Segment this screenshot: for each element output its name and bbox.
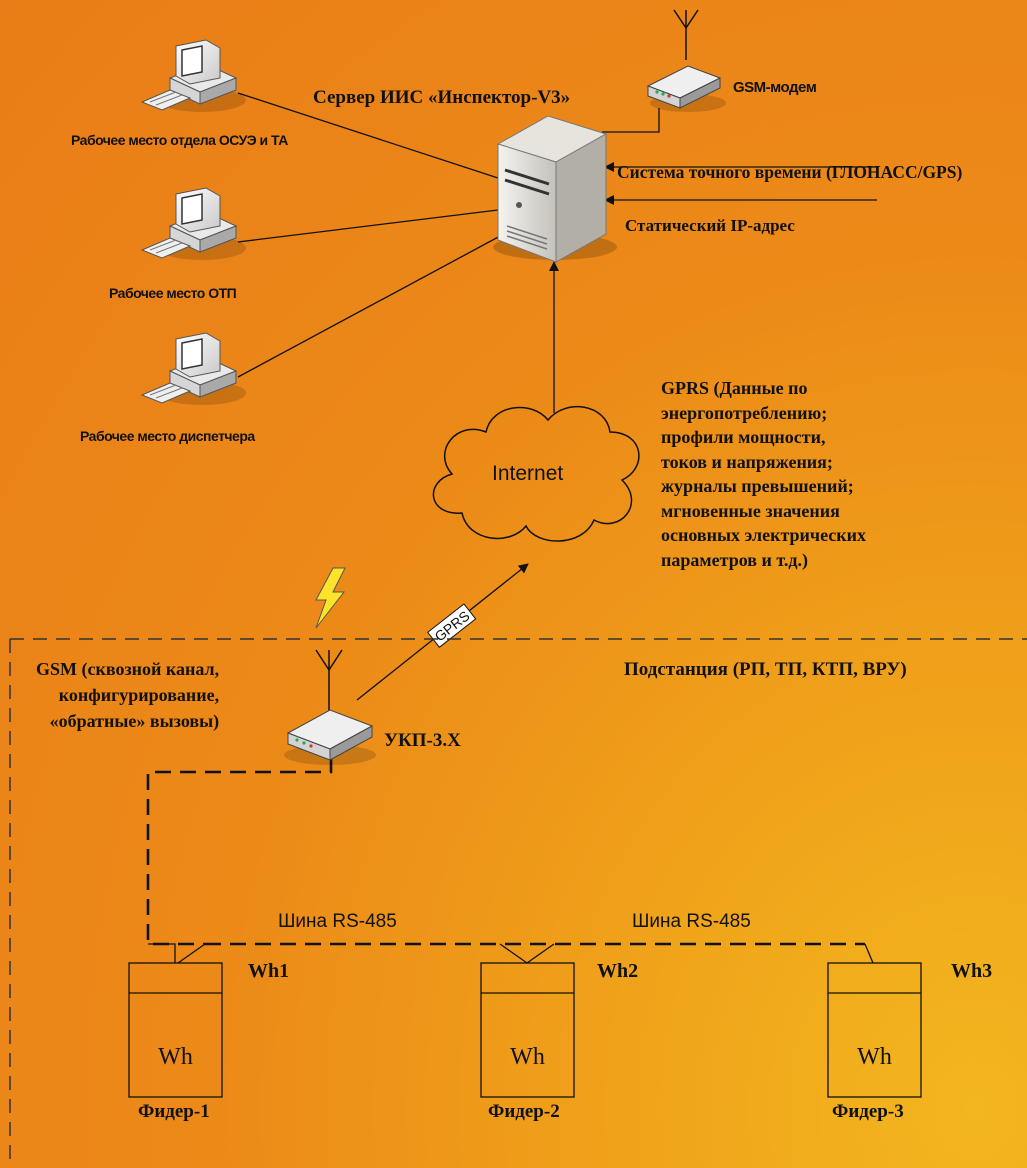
modem-link [602, 108, 660, 133]
internet-cloud [432, 405, 640, 542]
gprs-description: GPRS (Данные по энергопотреблению; профи… [661, 378, 867, 570]
bus-label: Шина RS-485 [278, 911, 397, 932]
meter-symbol: Wh [857, 1044, 892, 1070]
gsm-modem-icon [646, 9, 726, 112]
lightning-icon [315, 567, 346, 629]
meter-box [128, 962, 223, 1098]
meter-id: Wh3 [951, 960, 993, 982]
meter-box [480, 962, 575, 1098]
bus-label: Шина RS-485 [632, 911, 751, 932]
meter-symbol: Wh [510, 1044, 545, 1070]
meter-id: Wh1 [248, 960, 290, 982]
feeder-label: Фидер-2 [488, 1101, 560, 1122]
meter-symbol: Wh [158, 1044, 193, 1070]
substation-title: Подстанция (РП, ТП, КТП, ВРУ) [624, 659, 907, 680]
meter-id: Wh2 [597, 960, 639, 982]
feeder-label: Фидер-3 [832, 1101, 904, 1122]
workstation-label: Рабочее место ОТП [109, 285, 237, 301]
server-title: Сервер ИИС «Инспектор-V3» [313, 87, 571, 108]
rs485-bus [146, 757, 865, 946]
static-ip-label: Статический IP-адрес [625, 216, 795, 235]
controller-icon [284, 649, 376, 765]
internet-label: Internet [492, 462, 564, 485]
gsm-description: GSM (сквозной канал, конфигурирование, «… [36, 659, 220, 731]
workstation-icon [140, 332, 246, 405]
workstation-icon [140, 39, 246, 112]
server-icon [493, 115, 617, 263]
workstation-label: Рабочее место отдела ОСУЭ и ТА [71, 132, 288, 148]
workstation-links [237, 92, 503, 378]
gprs-link-label: GPRS [427, 603, 477, 648]
feeder-label: Фидер-1 [138, 1101, 210, 1122]
workstation-icon [140, 187, 246, 260]
controller-label: УКП-3.X [384, 730, 461, 751]
meter-box [827, 962, 922, 1098]
substation-boundary [9, 638, 1027, 1168]
precise-time-label: Система точного времени (ГЛОНАСС/GPS) [617, 162, 963, 182]
gsm-modem-label: GSM-модем [733, 79, 817, 96]
workstation-label: Рабочее место диспетчера [80, 428, 255, 444]
